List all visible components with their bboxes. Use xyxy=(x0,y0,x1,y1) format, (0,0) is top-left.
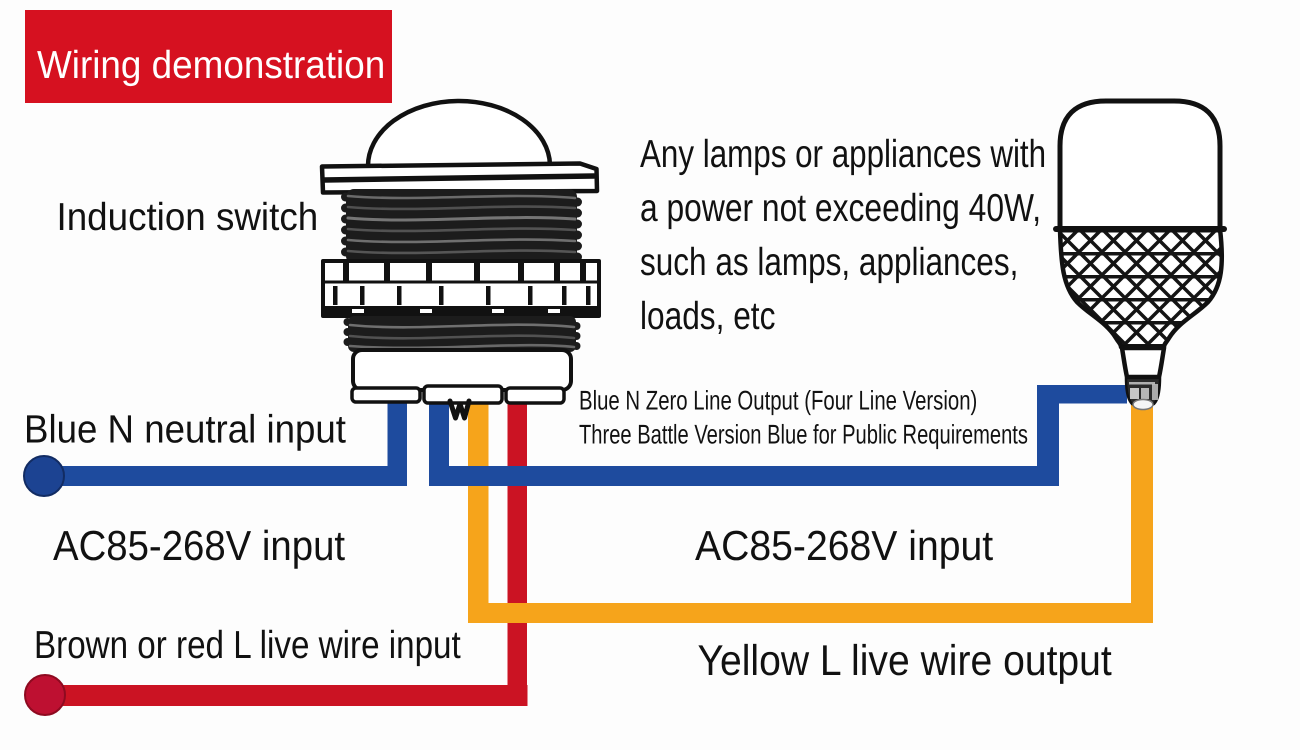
svg-text:Blue N Zero Line Output (Four: Blue N Zero Line Output (Four Line Versi… xyxy=(579,386,977,416)
svg-text:AC85-268V input: AC85-268V input xyxy=(53,522,345,569)
svg-text:such as lamps, appliances,: such as lamps, appliances, xyxy=(640,241,1018,284)
svg-text:Wiring demonstration: Wiring demonstration xyxy=(37,44,385,87)
svg-text:Blue N neutral input: Blue N neutral input xyxy=(24,408,346,452)
svg-text:Three Battle Version Blue for: Three Battle Version Blue for Public Req… xyxy=(579,420,1028,450)
svg-text:loads, etc: loads, etc xyxy=(640,295,775,338)
svg-text:Yellow L live wire output: Yellow L live wire output xyxy=(698,637,1112,685)
svg-text:Brown or red L live wire input: Brown or red L live wire input xyxy=(34,624,461,667)
svg-text:a power not exceeding 40W,: a power not exceeding 40W, xyxy=(640,187,1041,230)
svg-text:Any lamps or appliances with: Any lamps or appliances with xyxy=(640,133,1046,176)
svg-text:Induction switch: Induction switch xyxy=(57,196,319,239)
svg-text:AC85-268V input: AC85-268V input xyxy=(695,522,993,569)
